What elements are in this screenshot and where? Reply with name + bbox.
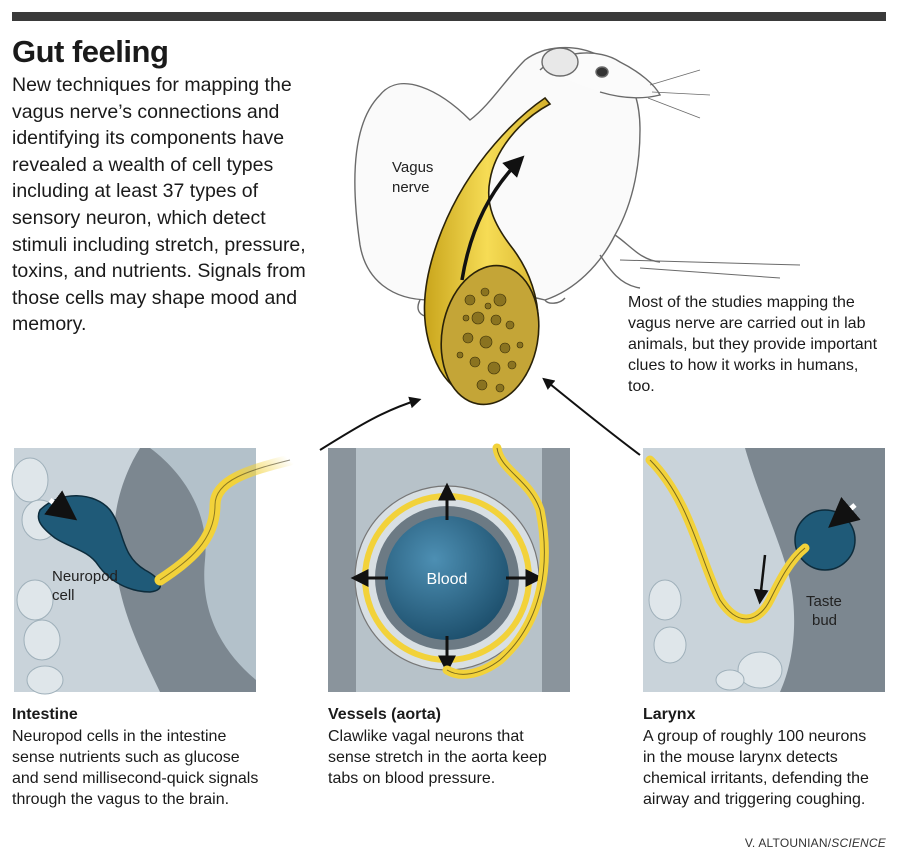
rat-drawing: [354, 46, 801, 317]
vessels-label: Vessels (aorta): [328, 706, 441, 723]
larynx-arrow: [542, 377, 641, 456]
aorta-panel: Blood: [328, 420, 570, 692]
blood-vessel-lumen: [385, 516, 509, 640]
page-title: Gut feeling: [12, 34, 169, 69]
intestine-arrow: [319, 396, 422, 451]
intestine-panel: Neuropod cell: [11, 448, 296, 695]
larynx-label: Larynx: [643, 706, 696, 723]
larynx-text: A group of roughly 100 neurons in the mo…: [643, 728, 869, 808]
intestine-text: Neuropod cells in the intestine sense nu…: [12, 728, 259, 808]
vagus-nerve-bundle: [423, 96, 552, 406]
image-credit: V. ALTOUNIAN/SCIENCE: [745, 836, 886, 850]
taste-bud-callout-1: Taste: [806, 593, 842, 610]
top-rule: [12, 12, 886, 21]
larynx-panel: Taste bud: [643, 448, 885, 692]
blood-label: Blood: [427, 571, 468, 588]
credit-publication: SCIENCE: [831, 836, 886, 850]
taste-bud-callout-2: bud: [812, 612, 837, 629]
intestine-label: Intestine: [12, 706, 78, 723]
nerve-fascicles: [456, 287, 524, 393]
taste-bud: [794, 509, 856, 571]
lab-animals-note: Most of the studies mapping the vagus ne…: [628, 294, 878, 395]
neuropod-callout-2: cell: [52, 587, 75, 604]
vagus-nerve-label-2: nerve: [392, 179, 430, 196]
vagus-nerve-label-1: Vagus: [392, 159, 433, 176]
credit-artist: V. ALTOUNIAN/: [744, 836, 832, 850]
intro-text: New techniques for mapping the vagus ner…: [12, 74, 306, 336]
neuropod-callout-1: Neuropod: [52, 568, 118, 585]
vessels-text: Clawlike vagal neurons that sense stretc…: [328, 728, 547, 787]
